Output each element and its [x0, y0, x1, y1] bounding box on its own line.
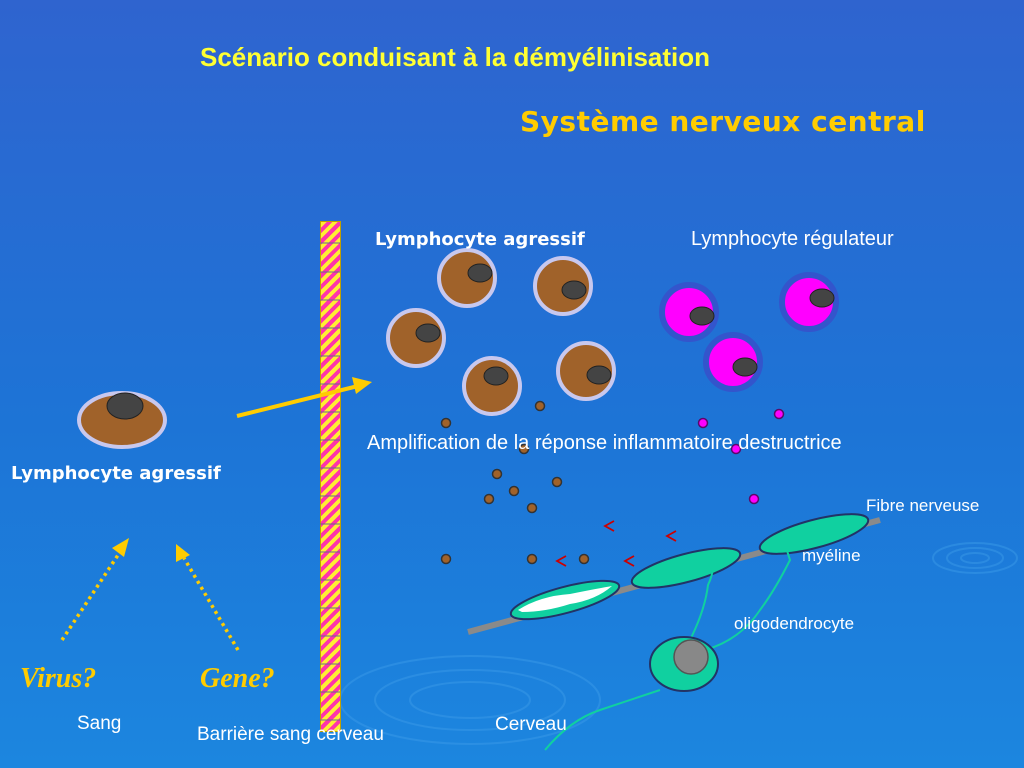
label-virus: Virus? [20, 663, 97, 694]
aggressive-lymphocytes-cns [386, 248, 616, 416]
label-myeline: myéline [802, 546, 861, 565]
label-gene: Gene? [200, 663, 275, 694]
myelin-sheaths [509, 513, 870, 621]
lymphocyte-aggressive-cell [437, 248, 497, 308]
attack-markers [555, 520, 677, 567]
virus-arrow [60, 538, 129, 641]
myelin-segment [758, 513, 870, 555]
label-oligodendrocyte: oligodendrocyte [734, 614, 855, 633]
label-lymphocyte-aggressive-cns: Lymphocyte agressif [375, 229, 585, 250]
lymphocyte-aggressive-cell [556, 341, 616, 401]
water-ripple-right [932, 542, 1018, 574]
migration-arrow [236, 377, 372, 418]
lymphocyte-regulatory-cell [703, 332, 763, 392]
regulatory-cytokines [697, 408, 785, 505]
gene-arrow [176, 544, 240, 651]
label-lymphocyte-aggressive-blood: Lymphocyte agressif [11, 463, 221, 484]
slide-subtitle: Système nerveux central [520, 105, 926, 138]
label-fibre-nerveuse: Fibre nerveuse [866, 496, 980, 515]
slide-title: Scénario conduisant à la démyélinisation [200, 42, 711, 72]
demyelinated-lesion [518, 586, 612, 612]
lymphocyte-aggressive-cell [462, 356, 522, 416]
inflammatory-cytokines [440, 400, 590, 565]
barrier-segments [320, 242, 340, 721]
oligodendrocyte-processes [544, 539, 792, 751]
label-barriere: Barrière sang cerveau [197, 724, 384, 745]
label-amplification: Amplification de la réponse inflammatoir… [367, 432, 842, 454]
lymphocyte-regulatory-cell [779, 272, 839, 332]
myelin-segment [630, 547, 742, 589]
label-lymphocyte-regulatory: Lymphocyte régulateur [691, 228, 894, 250]
lymphocyte-aggressive-cell [533, 256, 593, 316]
label-cerveau: Cerveau [495, 714, 567, 735]
blood-brain-barrier [320, 221, 341, 732]
regulatory-lymphocytes [659, 272, 839, 392]
oligodendrocyte [649, 636, 719, 692]
lymphocyte-aggressive-cell [386, 308, 446, 368]
label-sang: Sang [77, 713, 122, 734]
lymphocyte-aggressive-blood [77, 391, 167, 449]
lymphocyte-regulatory-cell [659, 282, 719, 342]
water-ripple-left [339, 655, 601, 745]
